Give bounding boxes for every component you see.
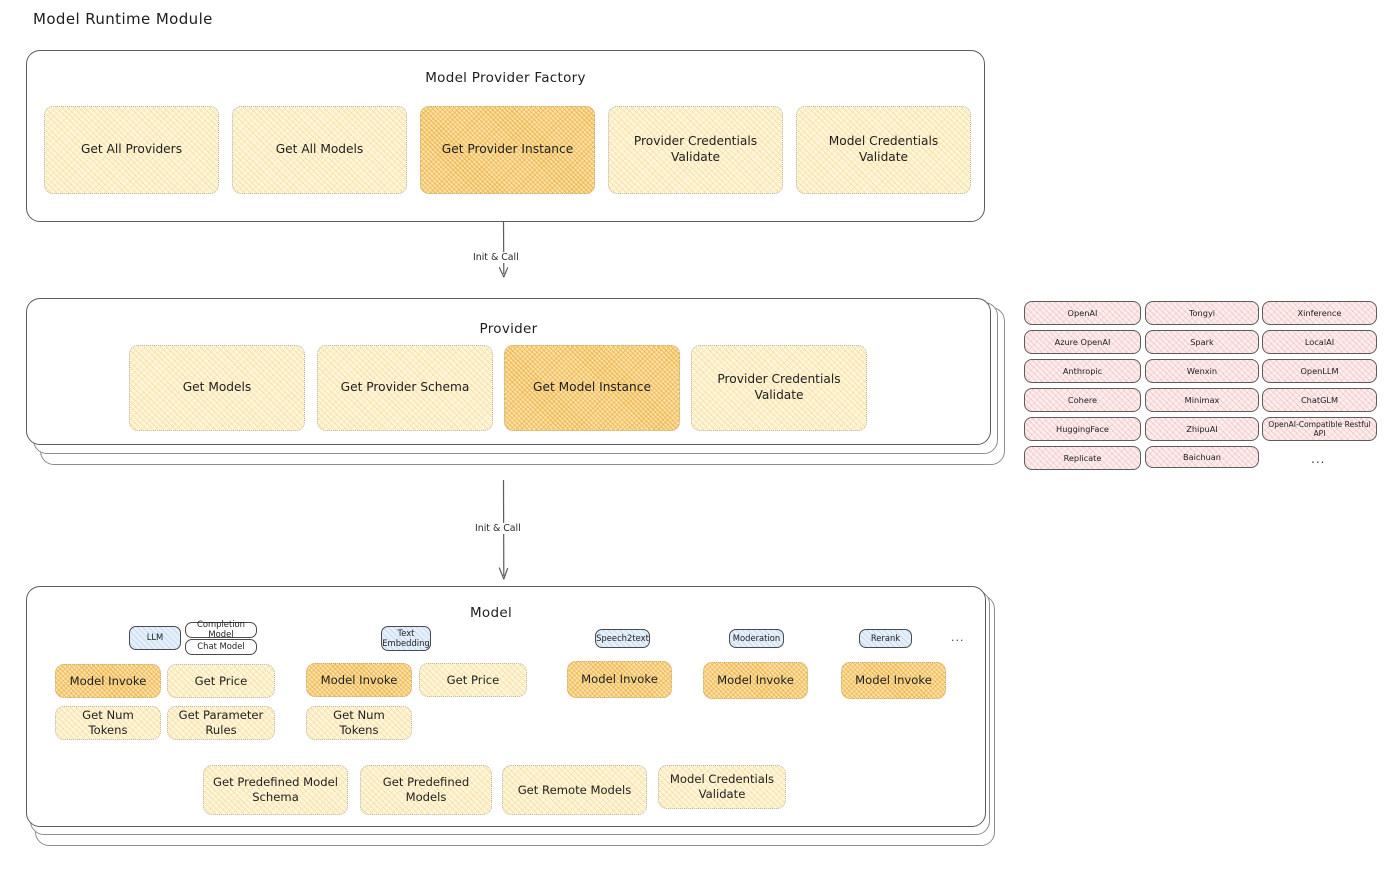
- provider-chip-zhipuai[interactable]: ZhipuAI: [1145, 417, 1259, 441]
- factory-card-get-all-models[interactable]: Get All Models: [232, 106, 407, 194]
- provider-chip-tongyi[interactable]: Tongyi: [1145, 301, 1259, 325]
- factory-card-provider-credentials-validate[interactable]: Provider Credentials Validate: [608, 106, 783, 194]
- model-provider-factory-title: Model Provider Factory: [425, 70, 586, 86]
- provider-chip-openai-compatible-restful-api[interactable]: OpenAI-Compatible Restful API: [1262, 417, 1377, 441]
- model-subbadge-chat-model[interactable]: Chat Model: [185, 639, 257, 655]
- model-llm-card-get-parameter-rules[interactable]: Get Parameter Rules: [167, 706, 275, 740]
- model-moderation-card-model-invoke[interactable]: Model Invoke: [703, 662, 808, 699]
- factory-card-get-all-providers[interactable]: Get All Providers: [44, 106, 219, 194]
- model-speech2text-card-model-invoke[interactable]: Model Invoke: [567, 661, 672, 698]
- provider-chip-localai[interactable]: LocalAI: [1262, 330, 1377, 354]
- model-badge-text-embedding[interactable]: Text Embedding: [381, 626, 431, 651]
- model-groups-ellipsis: ...: [951, 631, 965, 644]
- provider-chip-openllm[interactable]: OpenLLM: [1262, 359, 1377, 383]
- model-subbadge-completion-model[interactable]: Completion Model: [185, 619, 257, 639]
- model-title: Model: [469, 605, 513, 621]
- provider-chip-xinference[interactable]: Xinference: [1262, 301, 1377, 325]
- arrow-factory-to-provider: [498, 221, 509, 278]
- model-llm-card-get-num-tokens[interactable]: Get Num Tokens: [55, 706, 161, 740]
- provider-chip-openai[interactable]: OpenAI: [1024, 301, 1141, 325]
- model-rerank-card-model-invoke[interactable]: Model Invoke: [841, 662, 946, 699]
- provider-chip-wenxin[interactable]: Wenxin: [1145, 359, 1259, 383]
- model-text-embedding-card-model-invoke[interactable]: Model Invoke: [306, 663, 412, 697]
- model-text-embedding-card-get-num-tokens[interactable]: Get Num Tokens: [306, 706, 412, 740]
- model-common-card-model-credentials-validate[interactable]: Model Credentials Validate: [658, 765, 786, 809]
- arrow-label-init-and-call-1: Init & Call: [470, 252, 522, 263]
- provider-title: Provider: [479, 321, 538, 337]
- model-badge-rerank[interactable]: Rerank: [859, 629, 912, 648]
- provider-card-provider-credentials-validate[interactable]: Provider Credentials Validate: [691, 345, 867, 431]
- model-badge-llm[interactable]: LLM: [129, 626, 181, 650]
- provider-chip-minimax[interactable]: Minimax: [1145, 388, 1259, 412]
- model-common-card-get-predefined-model-schema[interactable]: Get Predefined Model Schema: [203, 765, 348, 815]
- provider-chip-azure-openai[interactable]: Azure OpenAI: [1024, 330, 1141, 354]
- provider-chip-replicate[interactable]: Replicate: [1024, 446, 1141, 470]
- provider-card-get-model-instance[interactable]: Get Model Instance: [504, 345, 680, 431]
- model-llm-card-model-invoke[interactable]: Model Invoke: [55, 664, 161, 698]
- provider-card-get-models[interactable]: Get Models: [129, 345, 305, 431]
- model-common-card-get-remote-models[interactable]: Get Remote Models: [502, 765, 647, 815]
- model-text-embedding-card-get-price[interactable]: Get Price: [419, 663, 527, 697]
- provider-chip-anthropic[interactable]: Anthropic: [1024, 359, 1141, 383]
- provider-chip-cohere[interactable]: Cohere: [1024, 388, 1141, 412]
- arrow-label-init-and-call-2: Init & Call: [472, 523, 524, 534]
- model-llm-card-get-price[interactable]: Get Price: [167, 664, 275, 698]
- model-badge-speech2text[interactable]: Speech2text: [595, 629, 650, 648]
- provider-chip-baichuan[interactable]: Baichuan: [1145, 446, 1259, 468]
- provider-chip-huggingface[interactable]: HuggingFace: [1024, 417, 1141, 441]
- provider-card-get-provider-schema[interactable]: Get Provider Schema: [317, 345, 493, 431]
- factory-card-get-provider-instance[interactable]: Get Provider Instance: [420, 106, 595, 194]
- page-title: Model Runtime Module: [33, 10, 213, 28]
- model-common-card-get-predefined-models[interactable]: Get Predefined Models: [360, 765, 492, 815]
- provider-chip-spark[interactable]: Spark: [1145, 330, 1259, 354]
- model-badge-moderation[interactable]: Moderation: [729, 629, 784, 648]
- provider-list-ellipsis: ...: [1311, 452, 1326, 466]
- provider-chip-chatglm[interactable]: ChatGLM: [1262, 388, 1377, 412]
- factory-card-model-credentials-validate[interactable]: Model Credentials Validate: [796, 106, 971, 194]
